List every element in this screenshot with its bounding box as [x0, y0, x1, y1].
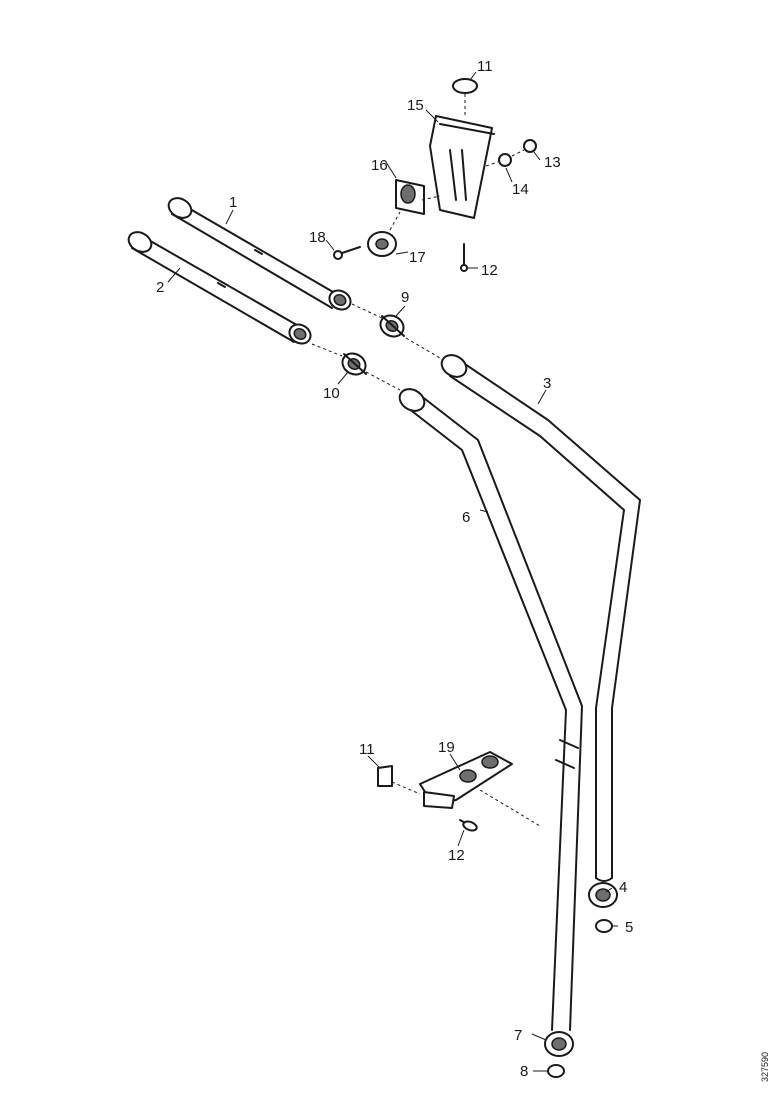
reference-code: 327590: [760, 1052, 770, 1082]
part-11-lower-clip: [377, 765, 421, 795]
callout-1: 1: [229, 194, 237, 211]
callout-14: 14: [512, 181, 529, 198]
callout-12-top: 12: [481, 262, 498, 279]
part-14-washer: [485, 149, 525, 167]
callout-15: 15: [407, 97, 424, 114]
part-4-cap: [588, 882, 618, 908]
callout-11-top: 11: [477, 58, 493, 75]
callout-10: 10: [323, 385, 340, 402]
callout-9: 9: [401, 289, 409, 306]
callout-6: 6: [462, 509, 470, 526]
callout-7: 7: [514, 1027, 522, 1044]
callout-11-lower: 11: [359, 741, 375, 758]
callout-4: 4: [619, 879, 627, 896]
callout-13: 13: [544, 154, 561, 171]
callout-19: 19: [438, 739, 455, 756]
part-11-top-clip: [452, 78, 478, 118]
part-12-top-bolt: [460, 243, 468, 272]
callout-2: 2: [156, 279, 164, 296]
callout-16: 16: [371, 157, 388, 174]
part-3-right-bent-tube: [440, 354, 641, 882]
part-12-lower-bolt: [459, 819, 478, 832]
part-6-left-bent-tube: [398, 388, 583, 1031]
part-17-clamp-ring: [367, 231, 397, 257]
part-7-cap: [544, 1031, 574, 1057]
part-2-lower-tube: [127, 231, 312, 345]
part-8-nut: [547, 1064, 565, 1078]
part-9-connector: [379, 314, 405, 338]
part-15-bracket: [429, 115, 495, 219]
callout-17: 17: [409, 249, 426, 266]
part-19-lower-bracket: [419, 751, 513, 809]
part-16-clamp: [395, 179, 425, 215]
leader-lines: [167, 71, 618, 1072]
callout-18: 18: [309, 229, 326, 246]
part-18-screw: [333, 246, 361, 260]
part-5-nut: [595, 919, 613, 933]
callout-5: 5: [625, 919, 633, 936]
part-13-nut: [523, 139, 537, 153]
callout-3: 3: [543, 375, 551, 392]
part-1-upper-tube: [167, 197, 352, 311]
callout-8: 8: [520, 1063, 528, 1080]
part-10-connector: [341, 352, 367, 376]
callout-12-lower: 12: [448, 847, 465, 864]
